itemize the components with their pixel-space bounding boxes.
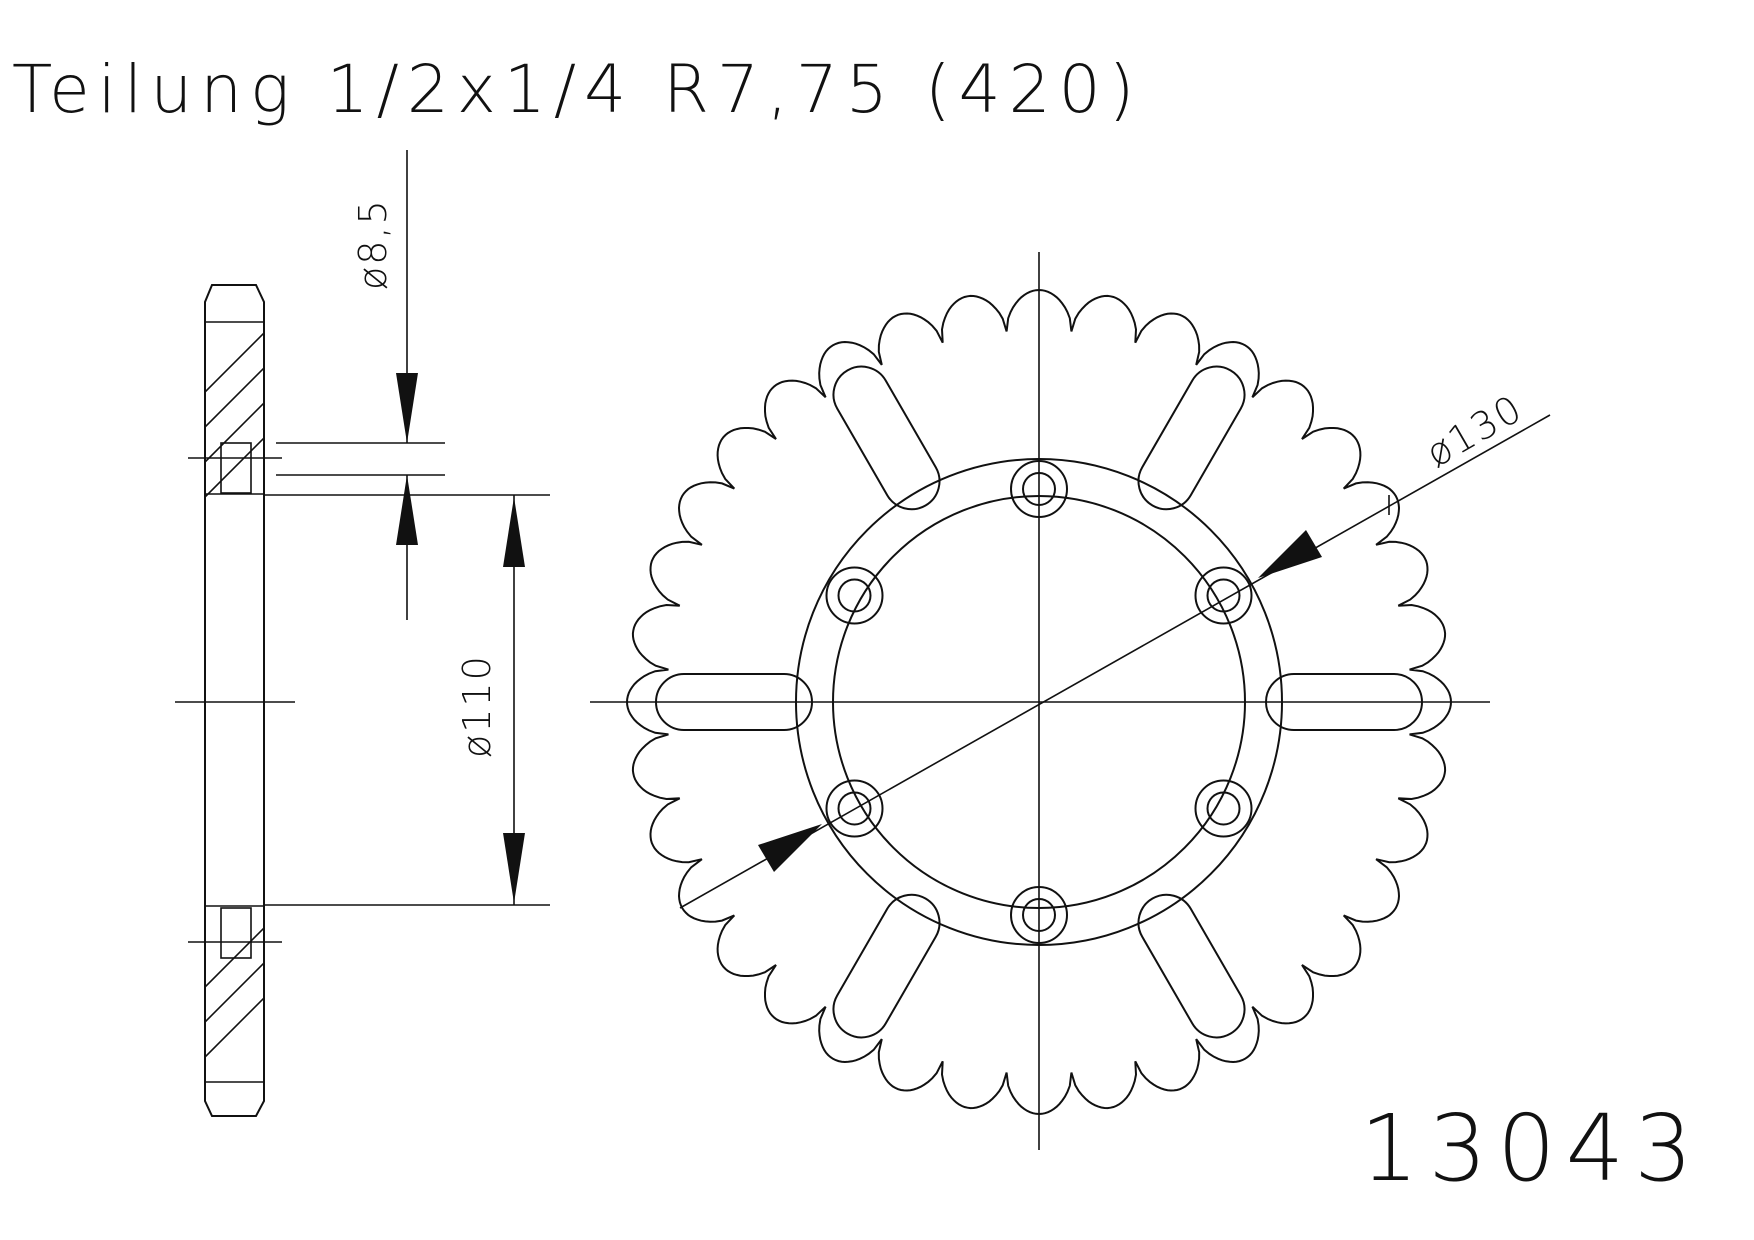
front-view: ø130 xyxy=(590,252,1551,1150)
bolt-circle-label: ø110 xyxy=(455,654,499,758)
hole-dimension: ø8,5 xyxy=(276,150,445,620)
sprocket-teeth-outline xyxy=(625,288,1453,1116)
slot xyxy=(832,365,941,511)
bolt-hole xyxy=(1022,472,1056,506)
bolt-hole xyxy=(1194,566,1253,625)
bolt-hole xyxy=(1194,779,1253,838)
bolt-hole xyxy=(1206,578,1241,613)
slot xyxy=(655,673,813,731)
outer-diameter-label: ø130 xyxy=(1419,386,1531,476)
arrow-head-upper xyxy=(1258,530,1322,578)
slot xyxy=(1137,893,1246,1039)
hub-outer-circle xyxy=(795,458,1283,946)
bolt-hole-section-bottom xyxy=(220,907,252,959)
bolt-circle-dimension: ø110 xyxy=(264,494,550,906)
hub-inner-bore xyxy=(832,495,1246,909)
section-hatching xyxy=(205,326,264,1058)
bolt-hole xyxy=(837,578,872,613)
bolt-hole xyxy=(825,779,884,838)
slot xyxy=(1265,673,1423,731)
bolt-hole-section-top xyxy=(220,442,252,494)
bolt-hole xyxy=(1010,460,1068,518)
slot xyxy=(832,893,941,1039)
bolt-hole xyxy=(1022,898,1056,932)
bolt-holes xyxy=(825,460,1253,944)
hole-diameter-label: ø8,5 xyxy=(351,198,395,290)
bolt-hole xyxy=(1206,791,1241,826)
slot xyxy=(1137,365,1246,511)
bolt-hole xyxy=(837,791,872,826)
pitch-title: Teilung 1/2x1/4 R7,75 (420) xyxy=(12,51,1142,128)
side-profile xyxy=(204,284,265,1117)
lightening-slots xyxy=(655,365,1423,1039)
outer-diameter-line xyxy=(679,414,1551,909)
part-number: 13043 xyxy=(1360,1095,1703,1202)
bolt-hole xyxy=(1010,886,1068,944)
bolt-hole xyxy=(825,566,884,625)
arrow-head-lower xyxy=(758,824,822,872)
side-view xyxy=(175,284,295,1117)
